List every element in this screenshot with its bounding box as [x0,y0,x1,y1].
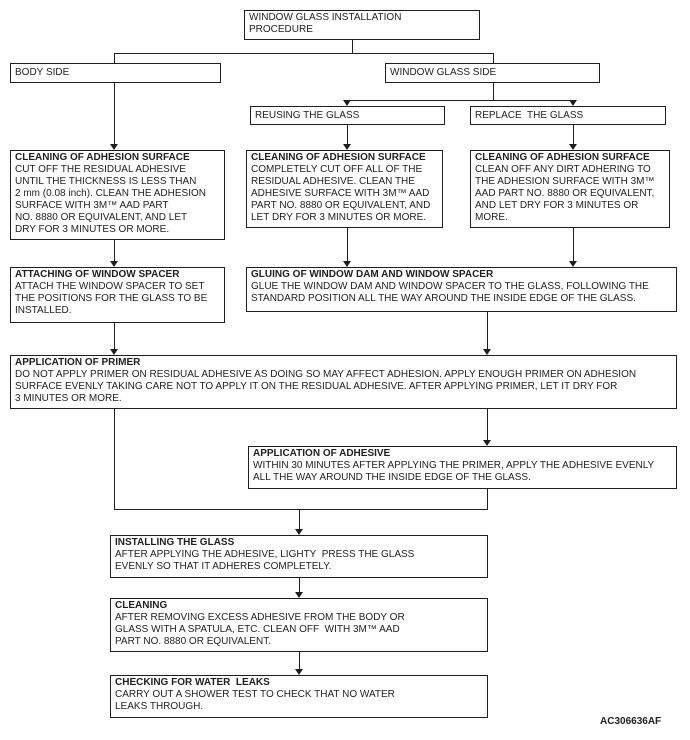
arrow-down-icon [569,100,577,106]
node-title: CHECKING FOR WATER LEAKS [115,677,270,688]
node-body: DO NOT APPLY PRIMER ON RESIDUAL ADHESIVE… [15,369,637,404]
node-attaching-window-spacer: ATTACHING OF WINDOW SPACER ATTACH THE WI… [10,267,225,323]
node-window-glass-side-label: WINDOW GLASS SIDE [390,67,497,78]
flow-line [573,228,574,262]
flow-line [299,509,300,530]
arrow-down-icon [110,349,118,355]
flow-line [299,652,300,670]
flow-line [347,100,574,101]
arrow-down-icon [110,144,118,150]
flow-line [487,489,488,510]
flow-line [114,509,488,510]
node-title: CLEANING OF ADHESION SURFACE [475,152,650,163]
flow-line [347,228,348,262]
arrow-down-icon [343,144,351,150]
node-title: CLEANING OF ADHESION SURFACE [251,152,426,163]
node-reusing-label: REUSING THE GLASS [255,110,360,121]
flow-line [114,53,115,64]
arrow-down-icon [483,440,491,446]
flow-line [114,240,115,262]
node-gluing-dam-and-spacer: GLUING OF WINDOW DAM AND WINDOW SPACER G… [246,267,677,312]
node-body: CLEAN OFF ANY DIRT ADHERING TO THE ADHES… [475,164,655,223]
flow-line [114,82,115,145]
node-window-glass-side: WINDOW GLASS SIDE [385,63,600,83]
node-body: AFTER REMOVING EXCESS ADHESIVE FROM THE … [115,612,405,647]
node-cleaning-final: CLEANING AFTER REMOVING EXCESS ADHESIVE … [110,598,488,652]
node-title: APPLICATION OF ADHESIVE [253,448,391,459]
node-cleaning-body-side: CLEANING OF ADHESION SURFACE CUT OFF THE… [10,150,225,240]
node-procedure: WINDOW GLASS INSTALLATION PROCEDURE [244,10,480,40]
node-body: AFTER APPLYING THE ADHESIVE, LIGHTY PRES… [115,549,415,572]
flow-line [114,323,115,350]
arrow-down-icon [295,669,303,675]
node-checking-water-leaks: CHECKING FOR WATER LEAKS CARRY OUT A SHO… [110,675,488,718]
node-body: COMPLETELY CUT OFF ALL OF THE RESIDUAL A… [251,164,431,223]
node-body-side-label: BODY SIDE [15,67,70,78]
node-title: ATTACHING OF WINDOW SPACER [15,269,180,280]
arrow-down-icon [569,144,577,150]
flow-line [352,40,353,54]
flow-line [493,82,494,101]
flow-line [299,578,300,593]
node-title: GLUING OF WINDOW DAM AND WINDOW SPACER [251,269,494,280]
arrow-down-icon [295,529,303,535]
arrow-down-icon [483,349,491,355]
node-cleaning-reused-glass: CLEANING OF ADHESION SURFACE COMPLETELY … [246,150,443,228]
node-body: GLUE THE WINDOW DAM AND WINDOW SPACER TO… [251,281,649,304]
node-application-of-adhesive: APPLICATION OF ADHESIVE WITHIN 30 MINUTE… [248,446,677,489]
node-title: CLEANING OF ADHESION SURFACE [15,152,190,163]
flow-line [114,409,115,510]
node-title: INSTALLING THE GLASS [115,537,235,548]
node-cleaning-new-glass: CLEANING OF ADHESION SURFACE CLEAN OFF A… [470,150,670,228]
node-title: APPLICATION OF PRIMER [15,357,141,368]
node-body: WITHIN 30 MINUTES AFTER APPLYING THE PRI… [253,460,655,483]
node-body: ATTACH THE WINDOW SPACER TO SET THE POSI… [15,281,208,316]
node-title: CLEANING [115,600,168,611]
figure-code: AC306636AF [600,716,662,727]
node-body: CARRY OUT A SHOWER TEST TO CHECK THAT NO… [115,689,395,712]
arrow-down-icon [343,100,351,106]
node-procedure-label: WINDOW GLASS INSTALLATION PROCEDURE [249,12,402,35]
node-replace-label: REPLACE THE GLASS [475,110,584,121]
flow-line [573,125,574,145]
node-replace-the-glass: REPLACE THE GLASS [470,106,666,125]
node-installing-the-glass: INSTALLING THE GLASS AFTER APPLYING THE … [110,535,488,578]
arrow-down-icon [569,261,577,267]
node-body-side: BODY SIDE [10,63,221,83]
arrow-down-icon [343,261,351,267]
flow-line [493,53,494,64]
node-reusing-the-glass: REUSING THE GLASS [250,106,445,125]
flow-line [487,312,488,350]
flow-line [347,125,348,145]
arrow-down-icon [295,592,303,598]
flow-line [114,53,494,54]
arrow-down-icon [110,261,118,267]
node-application-of-primer: APPLICATION OF PRIMER DO NOT APPLY PRIME… [10,355,677,409]
node-body: CUT OFF THE RESIDUAL ADHESIVE UNTIL THE … [15,164,206,235]
flow-line [487,409,488,441]
